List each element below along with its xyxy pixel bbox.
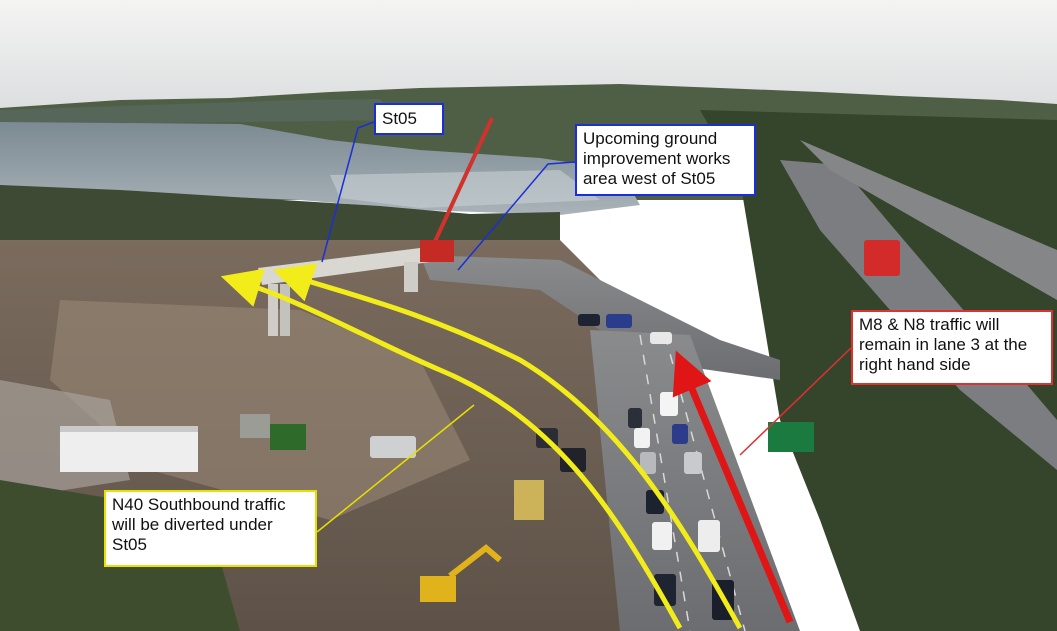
leader-m8-n8 [739,347,852,456]
excavators [240,414,544,602]
lane-line-1 [639,334,691,631]
bridge-pier-3 [404,262,418,292]
callout-n40-diversion: N40 Southbound traffic will be diverted … [104,490,317,567]
callout-m8-n8-traffic: M8 & N8 traffic will remain in lane 3 at… [851,310,1053,385]
leader-n40 [316,404,475,533]
motorway-far [800,140,1057,300]
main-carriageway [590,330,800,631]
site-cabin-roof [60,426,198,432]
leader-st05 [321,121,375,263]
m8-n8-lane-arrow [672,350,794,624]
far-hills [0,99,400,125]
treeline [0,185,560,240]
callout-ground-works: Upcoming ground improvement works area w… [575,124,756,196]
crane-boom [430,117,494,249]
road-sign [768,422,814,452]
leader-ground-works [457,161,576,271]
n40-diversion-arrow-1 [220,268,683,630]
bridge-pier-1 [268,284,278,336]
n40-diversion-arrow-2 [273,263,743,630]
site-cabin [60,430,198,472]
bridge-pier-2 [280,284,290,336]
crane-base [420,240,454,262]
water-foam [330,170,600,208]
callout-st05: St05 [374,103,444,135]
